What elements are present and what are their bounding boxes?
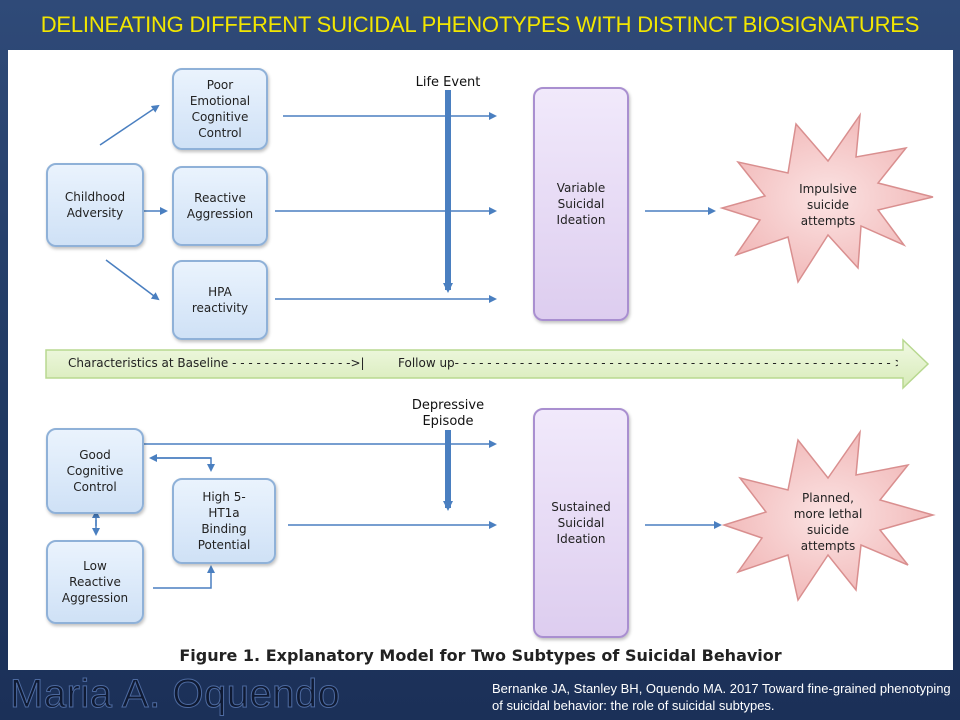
sustained-suicidal-ideation-box: Sustained Suicidal Ideation xyxy=(533,408,629,638)
reactive-aggression-box: Reactive Aggression xyxy=(172,166,268,246)
diagram-arrows xyxy=(45,90,936,602)
variable-suicidal-ideation-box: Variable Suicidal Ideation xyxy=(533,87,629,321)
depressive-episode-label: Depressive Episode xyxy=(411,398,485,429)
citation-text: Bernanke JA, Stanley BH, Oquendo MA. 201… xyxy=(492,681,951,713)
childhood-adversity-box: Childhood Adversity xyxy=(46,163,144,247)
timeline-baseline-text: Characteristics at Baseline - - - - - - … xyxy=(68,356,365,370)
timeline-followup-text: Follow up- - - - - - - - - - - - - - - -… xyxy=(398,356,898,370)
planned-attempts-text: Planned, more lethal suicide attempts xyxy=(793,491,863,553)
author-name: Maria A. Oquendo xyxy=(9,672,341,717)
low-reactive-aggression-box: Low Reactive Aggression xyxy=(46,540,144,624)
good-cognitive-control-box: Good Cognitive Control xyxy=(46,428,144,514)
planned-burst-shape xyxy=(721,429,936,602)
arrow-good-control-to-5ht1a xyxy=(153,457,215,472)
poor-emotional-cognitive-control-box: Poor Emotional Cognitive Control xyxy=(172,68,268,150)
impulsive-attempts-text: Impulsive suicide attempts xyxy=(799,182,857,228)
hpa-reactivity-box: HPA reactivity xyxy=(172,260,268,340)
arrow-adversity-to-poor-control xyxy=(99,104,160,146)
slide-title: DELINEATING DIFFERENT SUICIDAL PHENOTYPE… xyxy=(40,12,920,37)
figure-caption: Figure 1. Explanatory Model for Two Subt… xyxy=(179,646,782,665)
life-event-label: Life Event xyxy=(415,75,481,90)
diagram-panel: Life Event Childhood Adversity Poor Emot… xyxy=(8,50,953,670)
timeline-arrow xyxy=(45,338,930,390)
arrow-adversity-to-hpa xyxy=(105,259,160,301)
impulsive-burst-shape xyxy=(719,112,934,284)
arrow-low-aggression-to-5ht1a xyxy=(153,565,215,589)
high-5ht1a-binding-box: High 5- HT1a Binding Potential xyxy=(172,478,276,564)
